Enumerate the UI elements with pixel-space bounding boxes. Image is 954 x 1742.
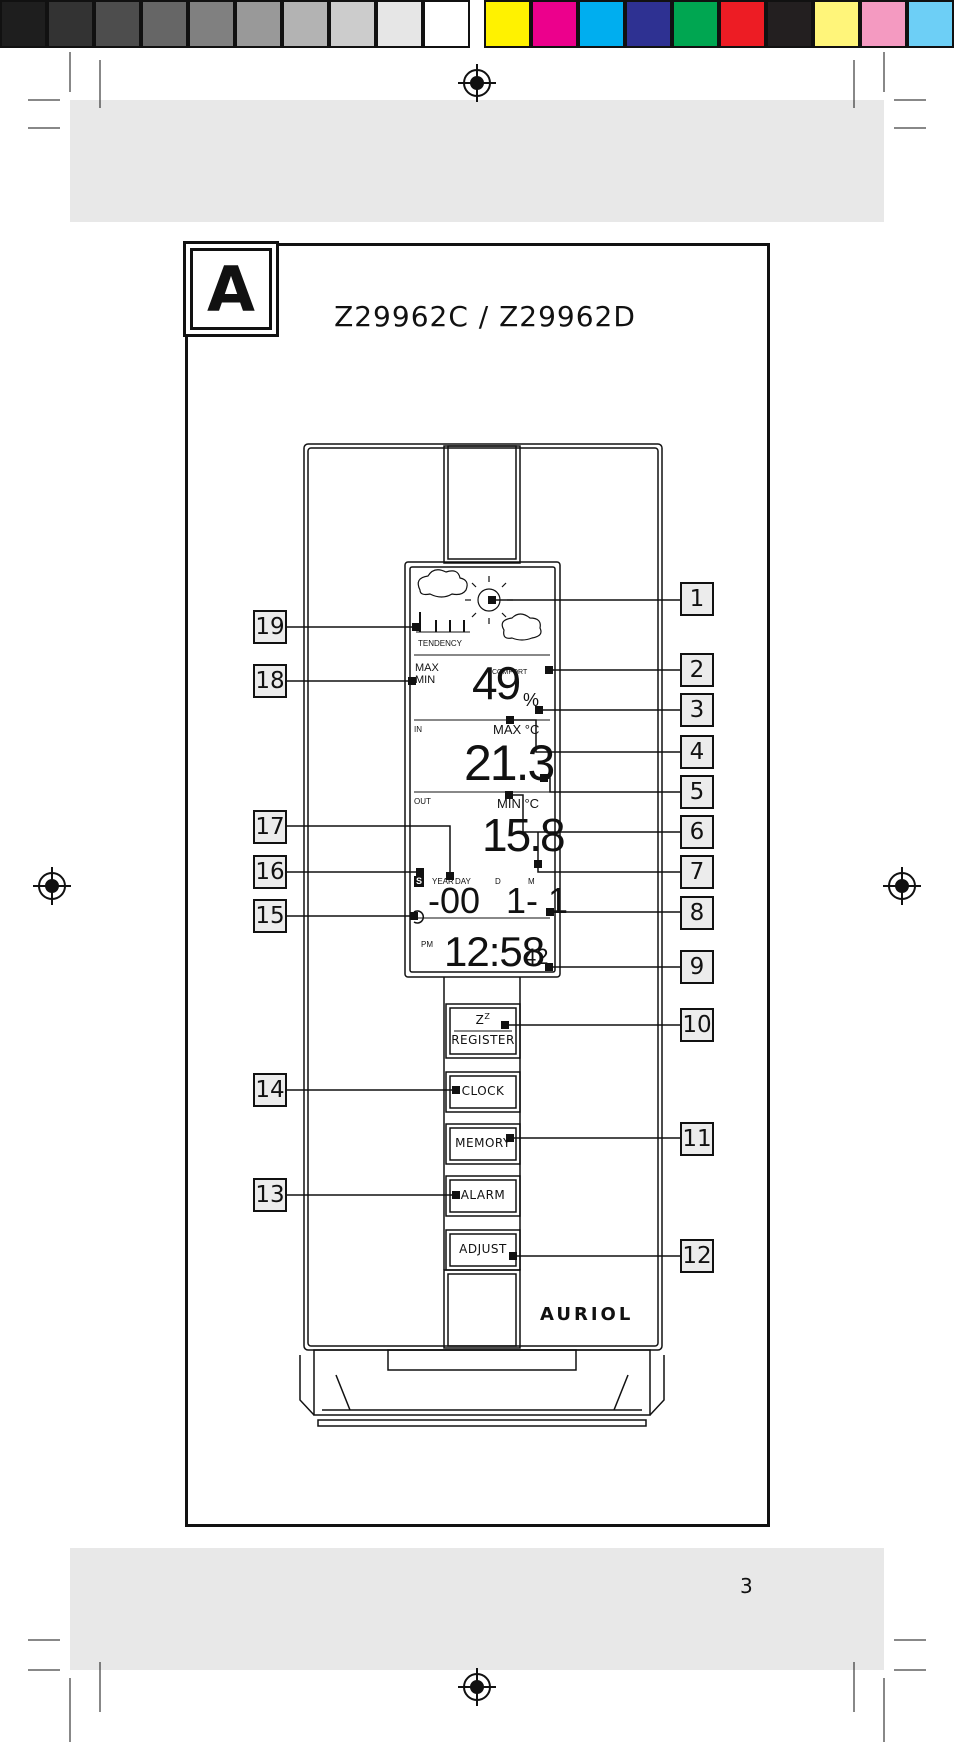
callout-18: 18: [253, 664, 287, 698]
registration-mark-bottom: [458, 1668, 496, 1706]
tendency-bars: [416, 612, 470, 633]
m-label: M: [528, 877, 535, 886]
callout-1: 1: [680, 582, 714, 616]
max-label: MAX: [415, 662, 439, 674]
color-swatch: [672, 0, 719, 48]
figure-letter: A: [190, 248, 272, 330]
min-label: MIN: [415, 674, 436, 686]
indoor-temp: 21.3: [464, 735, 555, 791]
brand-logo: AURIOL: [540, 1304, 634, 1325]
color-swatch: [188, 0, 235, 48]
callout-5: 5: [680, 775, 714, 809]
color-swatch: [94, 0, 141, 48]
callout-11: 11: [680, 1122, 714, 1156]
callout-17: 17: [253, 810, 287, 844]
color-swatch: [329, 0, 376, 48]
figure-frame: [185, 243, 770, 1527]
color-swatch: [766, 0, 813, 48]
color-swatch: [484, 0, 531, 48]
color-swatch: [0, 0, 47, 48]
leader-dots: [408, 596, 554, 1260]
color-swatch: [860, 0, 907, 48]
register-button[interactable]: REGISTER: [451, 1033, 515, 1047]
pm-label: PM: [421, 940, 433, 949]
cloud-icon: [417, 569, 468, 598]
callout-13: 13: [253, 1178, 287, 1212]
year-label: YEAR: [432, 877, 454, 886]
registration-mark-left: [33, 867, 71, 905]
callout-6: 6: [680, 815, 714, 849]
button-outlines: [445, 1003, 521, 1271]
color-swatch: [531, 0, 578, 48]
color-swatch: [235, 0, 282, 48]
callout-10: 10: [680, 1008, 714, 1042]
humidity-value: 49: [472, 657, 521, 709]
color-swatch: [423, 0, 470, 48]
top-band: [70, 100, 884, 222]
color-swatch: [907, 0, 954, 48]
day-label: DAY: [455, 877, 471, 886]
alarm-icon: [413, 910, 424, 924]
adjust-button[interactable]: ADJUST: [459, 1242, 507, 1256]
callout-16: 16: [253, 855, 287, 889]
registration-mark-top: [458, 64, 496, 102]
bottom-band: [70, 1548, 884, 1670]
model-title: Z29962C / Z29962D: [334, 300, 636, 333]
lcd-panel: [404, 561, 561, 978]
page-number: 3: [740, 1574, 753, 1598]
device-body: [303, 443, 663, 1351]
percent-sign: %: [523, 690, 540, 710]
callout-19: 19: [253, 610, 287, 644]
callout-2: 2: [680, 653, 714, 687]
callout-15: 15: [253, 899, 287, 933]
time-value: 12:58: [444, 928, 545, 975]
register-z: Z: [475, 1013, 485, 1027]
out-label: OUT: [414, 797, 431, 806]
color-swatch: [625, 0, 672, 48]
max-c-label: MAX °C: [493, 722, 540, 737]
color-swatch: [578, 0, 625, 48]
callout-12: 12: [680, 1239, 714, 1273]
in-label: IN: [414, 725, 422, 734]
seconds-value: 42: [524, 944, 549, 969]
date-value: 1- 1: [506, 880, 569, 921]
callout-8: 8: [680, 896, 714, 930]
tendency-label: TENDENCY: [418, 639, 463, 648]
register-z-sup: Z: [484, 1012, 491, 1021]
callout-9: 9: [680, 950, 714, 984]
comfort-label: COMFORT: [492, 669, 528, 676]
callout-3: 3: [680, 693, 714, 727]
year-value: -00: [428, 880, 481, 921]
min-c-label: MIN °C: [497, 796, 540, 811]
color-swatch: [376, 0, 423, 48]
leader-lines: [287, 599, 680, 1257]
crop-marks: [28, 52, 926, 1742]
d-label: D: [495, 877, 501, 886]
device-base: [299, 1349, 665, 1427]
figure-letter-box: A: [183, 241, 279, 337]
callout-14: 14: [253, 1073, 287, 1107]
color-swatch: [813, 0, 860, 48]
cloud-icon-right: [501, 613, 542, 641]
register-button-top[interactable]: ZZ: [450, 1012, 516, 1027]
outdoor-temp: 15.8: [482, 809, 566, 861]
registration-mark-right: [883, 867, 921, 905]
color-swatch: [719, 0, 766, 48]
callout-4: 4: [680, 735, 714, 769]
color-swatch: [282, 0, 329, 48]
s-badge: S: [414, 876, 424, 887]
color-swatch: [47, 0, 94, 48]
alarm-button[interactable]: ALARM: [460, 1188, 506, 1202]
color-swatch: [141, 0, 188, 48]
memory-button[interactable]: MEMORY: [455, 1136, 511, 1150]
clock-button[interactable]: CLOCK: [461, 1084, 505, 1098]
callout-7: 7: [680, 855, 714, 889]
